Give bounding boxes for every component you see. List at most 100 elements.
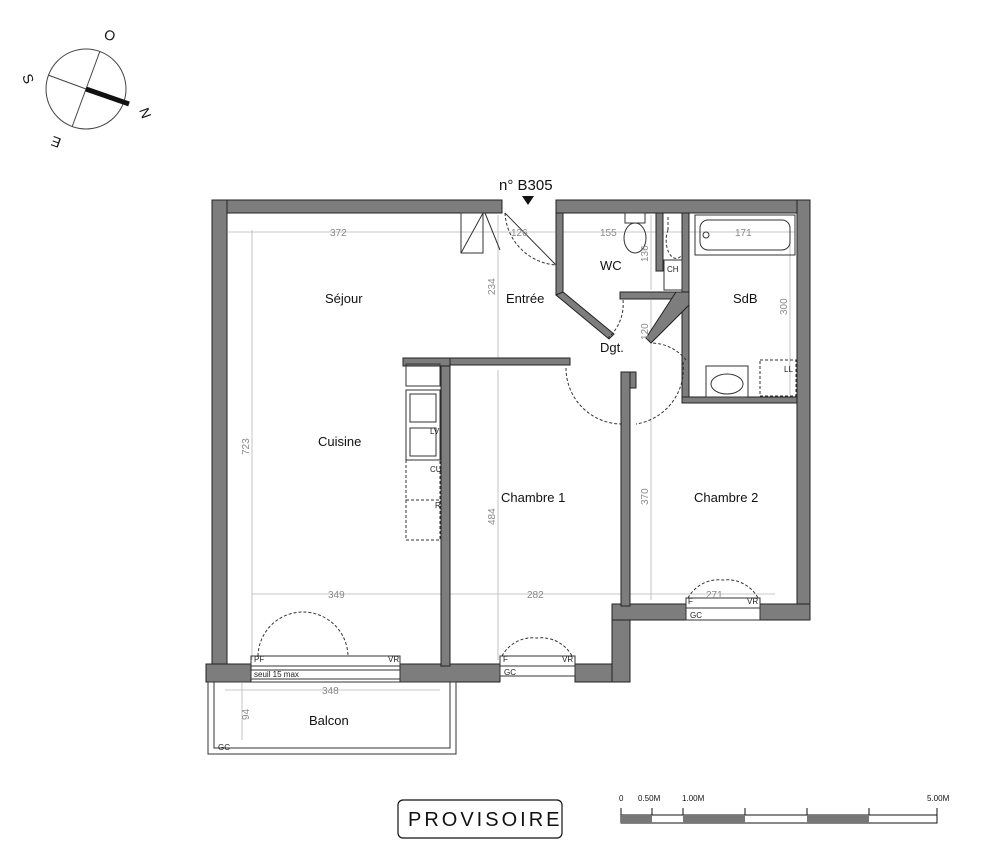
wc-tank [624,212,646,224]
dim-chambre2-v: 370 [640,488,651,505]
entrance-door-swing [504,212,557,266]
wall-cuisine-chambre1 [440,357,451,667]
dim-top-wc: 155 [600,228,617,239]
label-ch: CH [667,265,679,274]
room-chambre2: Chambre 2 [694,490,758,505]
label-f-chambre2: F [688,597,693,606]
dim-chambre1-v: 484 [487,508,498,525]
dim-bottom-sejour: 349 [328,590,345,601]
interior-walls [402,212,798,667]
wc-door-swing [607,299,624,339]
room-entree: Entrée [506,291,544,306]
dim-balcon-h: 94 [241,708,252,720]
wall-wc-diag [555,291,615,340]
dim-top-sdb: 171 [735,228,752,239]
wall-wc-sdb [655,212,664,272]
chambre1-window-swing [501,637,573,657]
balcony-railing [213,681,451,749]
exterior-walls [205,199,811,683]
label-pf: PF [254,655,264,664]
wall-kitchen-top [402,357,451,367]
scale-label-500: 5.00M [927,794,950,803]
room-dgt: Dgt. [600,340,624,355]
wall-right [796,199,811,621]
chambre2-window-swing [687,579,759,599]
sejour-door-swing [257,611,349,657]
dim-bottom-chambre1: 282 [527,590,544,601]
compass-label-o: O [102,26,118,45]
provisoire-stamp: PROVISOIRE [397,799,563,839]
chambre1-door-swing [565,367,623,425]
dim-wc-v: 136 [640,245,651,262]
wall-sdb-bottom [681,396,798,404]
sdb-door-swing [665,215,683,259]
dim-dgt-v: 120 [640,323,651,340]
dimension-labels: 372 126 155 171 234 136 120 300 723 484 … [241,228,790,720]
label-vr-sejour: VR [388,655,399,664]
kitchen-sink-unit [405,389,441,461]
room-cuisine: Cuisine [318,434,361,449]
water-heater [663,259,683,291]
wall-bottom-mid [399,663,501,683]
label-gc-chambre2: GC [690,611,702,620]
chambre2-door-swing [635,361,684,425]
room-wc: WC [600,258,622,273]
label-cu: CU [430,465,442,474]
stamp-text: PROVISOIRE [408,809,562,831]
label-ll: LL [784,365,793,374]
compass-label-s: S [19,72,37,86]
room-labels: Séjour Entrée WC SdB Dgt. Cuisine Chambr… [309,258,758,728]
fridge-zone [405,499,441,541]
label-f-chambre1: F [503,655,508,664]
compass-label-e: E [49,133,63,151]
wc-bowl-icon [623,222,647,254]
wall-wc-bottom [619,291,677,300]
compass-needle-north [85,86,130,107]
dim-sdb-v: 300 [779,298,790,315]
label-lv: LV [430,427,440,436]
entrance-door-leaf [504,212,557,266]
scale-label-0: 0 [619,794,624,803]
label-gc-chambre1: GC [504,668,516,677]
entrance-arrow-icon [522,196,534,205]
wall-sdb-diag [645,291,690,344]
dim-entree-v: 234 [487,278,498,295]
gc-chambre2 [685,607,761,621]
wall-top-right [555,199,811,214]
kitchen-cabinet-top [405,363,441,387]
wall-chambre1-top [449,357,571,366]
wall-entree-wc [555,212,564,296]
label-r: R [435,501,441,510]
label-vr-chambre2: VR [747,597,758,606]
dim-top-entree: 126 [511,228,528,239]
door-leaf-shaft [484,212,501,251]
dim-bottom-chambre2: 271 [706,590,723,601]
room-balcon: Balcon [309,713,349,728]
bathtub [694,214,796,256]
gc-chambre1 [499,665,576,677]
wall-door-post [629,371,637,389]
compass-axis-s [47,74,87,90]
room-chambre1: Chambre 1 [501,490,565,505]
scale-label-100: 1.00M [682,794,705,803]
label-gc-balcon: GC [218,743,230,752]
compass-circle [45,48,127,130]
threshold [250,669,401,680]
technical-shaft [460,212,484,254]
scale-label-050: 0.50M [638,794,661,803]
washbasin [705,365,749,398]
wall-left [211,199,228,667]
room-sejour: Séjour [325,291,363,306]
compass: O S N E [19,26,154,151]
wall-bottom-chambre2 [759,603,811,621]
sdb-door-arc [650,342,687,361]
label-vr-chambre1: VR [562,655,573,664]
label-seuil: seuil 15 max [254,670,299,679]
apartment-reference: n° B305 [499,177,553,194]
wall-bottom-left [205,663,252,683]
compass-label-n: N [136,106,154,121]
dim-balcon-w: 348 [322,686,339,697]
scale-bar: 0 0.50M 1.00M 5.00M [619,794,950,824]
dim-top-sejour: 372 [330,228,347,239]
